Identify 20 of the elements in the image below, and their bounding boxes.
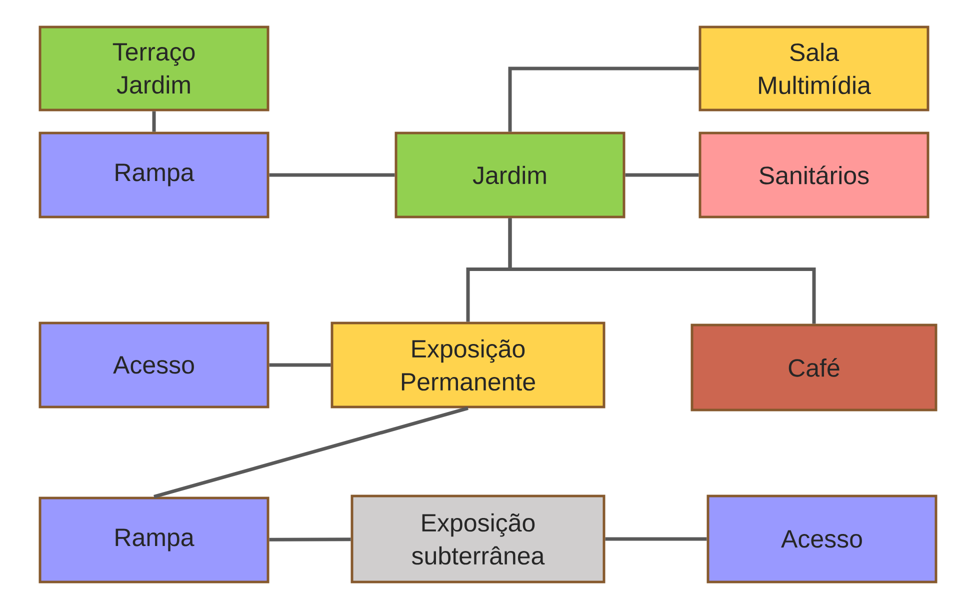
connector-line <box>605 537 707 541</box>
connector-line <box>152 111 156 132</box>
room-box: Sala Multimídia <box>698 26 930 112</box>
room-box: Terraço Jardim <box>38 26 270 112</box>
connector-line <box>625 173 699 177</box>
room-box: Acesso <box>706 494 938 584</box>
room-box: Jardim <box>394 132 626 218</box>
connector-line <box>269 173 395 177</box>
room-box: Exposição subterrânea <box>350 494 606 584</box>
room-box: Café <box>690 324 938 412</box>
room-box: Sanitários <box>698 132 930 218</box>
room-box: Rampa <box>38 132 270 218</box>
room-box: Rampa <box>38 496 270 584</box>
connector-line <box>508 66 699 132</box>
connector-line <box>154 406 468 498</box>
connector-line <box>269 538 351 542</box>
room-box: Exposição Permanente <box>330 322 606 408</box>
connector-line <box>269 363 331 367</box>
room-box: Acesso <box>38 322 270 408</box>
connector-line <box>508 218 816 324</box>
